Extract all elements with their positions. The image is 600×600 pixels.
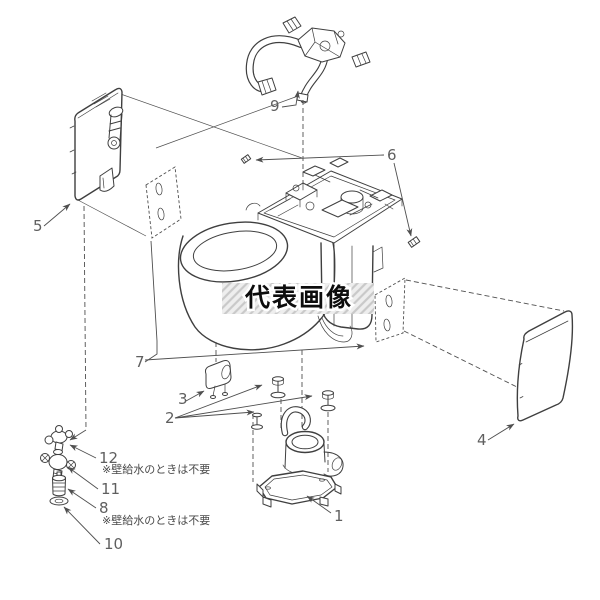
mounting-plate-outline-left bbox=[145, 166, 182, 239]
callout-10: 10 bbox=[104, 535, 123, 553]
hose-valve-assembly-part-9 bbox=[245, 16, 371, 104]
callout-8: 8 bbox=[99, 499, 109, 517]
callout-1: 1 bbox=[334, 507, 344, 525]
leader-line-2c bbox=[174, 409, 255, 419]
leader-line-6a bbox=[255, 154, 385, 163]
leader-line-12 bbox=[69, 444, 97, 459]
panel-4-assembly-dashed-lines bbox=[403, 279, 565, 389]
tank-machinery-unit bbox=[257, 157, 403, 330]
leader-line-9 bbox=[281, 90, 300, 108]
toilet-bowl-body bbox=[177, 202, 353, 351]
hose-clamp-part-3 bbox=[205, 342, 232, 399]
supply-drop-arrow bbox=[69, 429, 87, 441]
callout-9: 9 bbox=[270, 97, 280, 115]
watermark-band: 代表画像 bbox=[222, 281, 374, 315]
supply-stop-valve-part-12 bbox=[44, 425, 73, 452]
mounting-bolt bbox=[270, 376, 286, 399]
leader-line-5 bbox=[43, 203, 71, 227]
mounting-plate-outline-right bbox=[374, 277, 406, 343]
callout-5: 5 bbox=[33, 217, 43, 235]
leader-line-2b bbox=[174, 394, 313, 419]
callout-11: 11 bbox=[101, 480, 120, 498]
callout-3: 3 bbox=[178, 390, 188, 408]
leader-line-2a bbox=[174, 384, 263, 419]
leader-line-10 bbox=[63, 506, 101, 545]
watermark-hatch-strip bbox=[222, 283, 374, 314]
callout-6: 6 bbox=[387, 146, 397, 164]
watermark-text: 代表画像 bbox=[244, 283, 353, 312]
callout-12: 12 bbox=[99, 449, 118, 467]
right-access-panel-part-4 bbox=[516, 310, 574, 422]
leader-line-6b bbox=[393, 162, 413, 237]
leader-line-4 bbox=[487, 423, 515, 441]
base-flange-assembly-part-1 bbox=[251, 350, 344, 508]
panel-screw bbox=[407, 236, 421, 248]
callouts: 5 9 6 7 3 2 1 4 12 11 8 10 ※壁給水のときは不要 ※壁… bbox=[33, 90, 515, 553]
packing-washer-part-10 bbox=[49, 496, 69, 506]
mounting-bolt bbox=[251, 412, 263, 430]
leader-line-7a bbox=[144, 240, 158, 363]
leader-line-7b bbox=[144, 343, 365, 361]
callout-7: 7 bbox=[135, 353, 145, 371]
callout-4: 4 bbox=[477, 431, 487, 449]
leader-line-11 bbox=[67, 466, 99, 490]
callout-2: 2 bbox=[165, 409, 175, 427]
panel-screw bbox=[240, 154, 252, 164]
left-access-panel-part-5 bbox=[69, 87, 124, 201]
leader-line-3 bbox=[185, 390, 205, 402]
mounting-bolt bbox=[320, 390, 336, 412]
leader-line-1 bbox=[306, 495, 332, 514]
supply-drop-dashed-line bbox=[83, 205, 87, 431]
leader-line-8 bbox=[67, 488, 97, 509]
note-wall-supply-upper: ※壁給水のときは不要 bbox=[102, 462, 210, 476]
assembly-alignment-lines bbox=[75, 91, 303, 237]
strainer-part-8 bbox=[52, 471, 66, 497]
note-wall-supply-lower: ※壁給水のときは不要 bbox=[102, 513, 210, 527]
